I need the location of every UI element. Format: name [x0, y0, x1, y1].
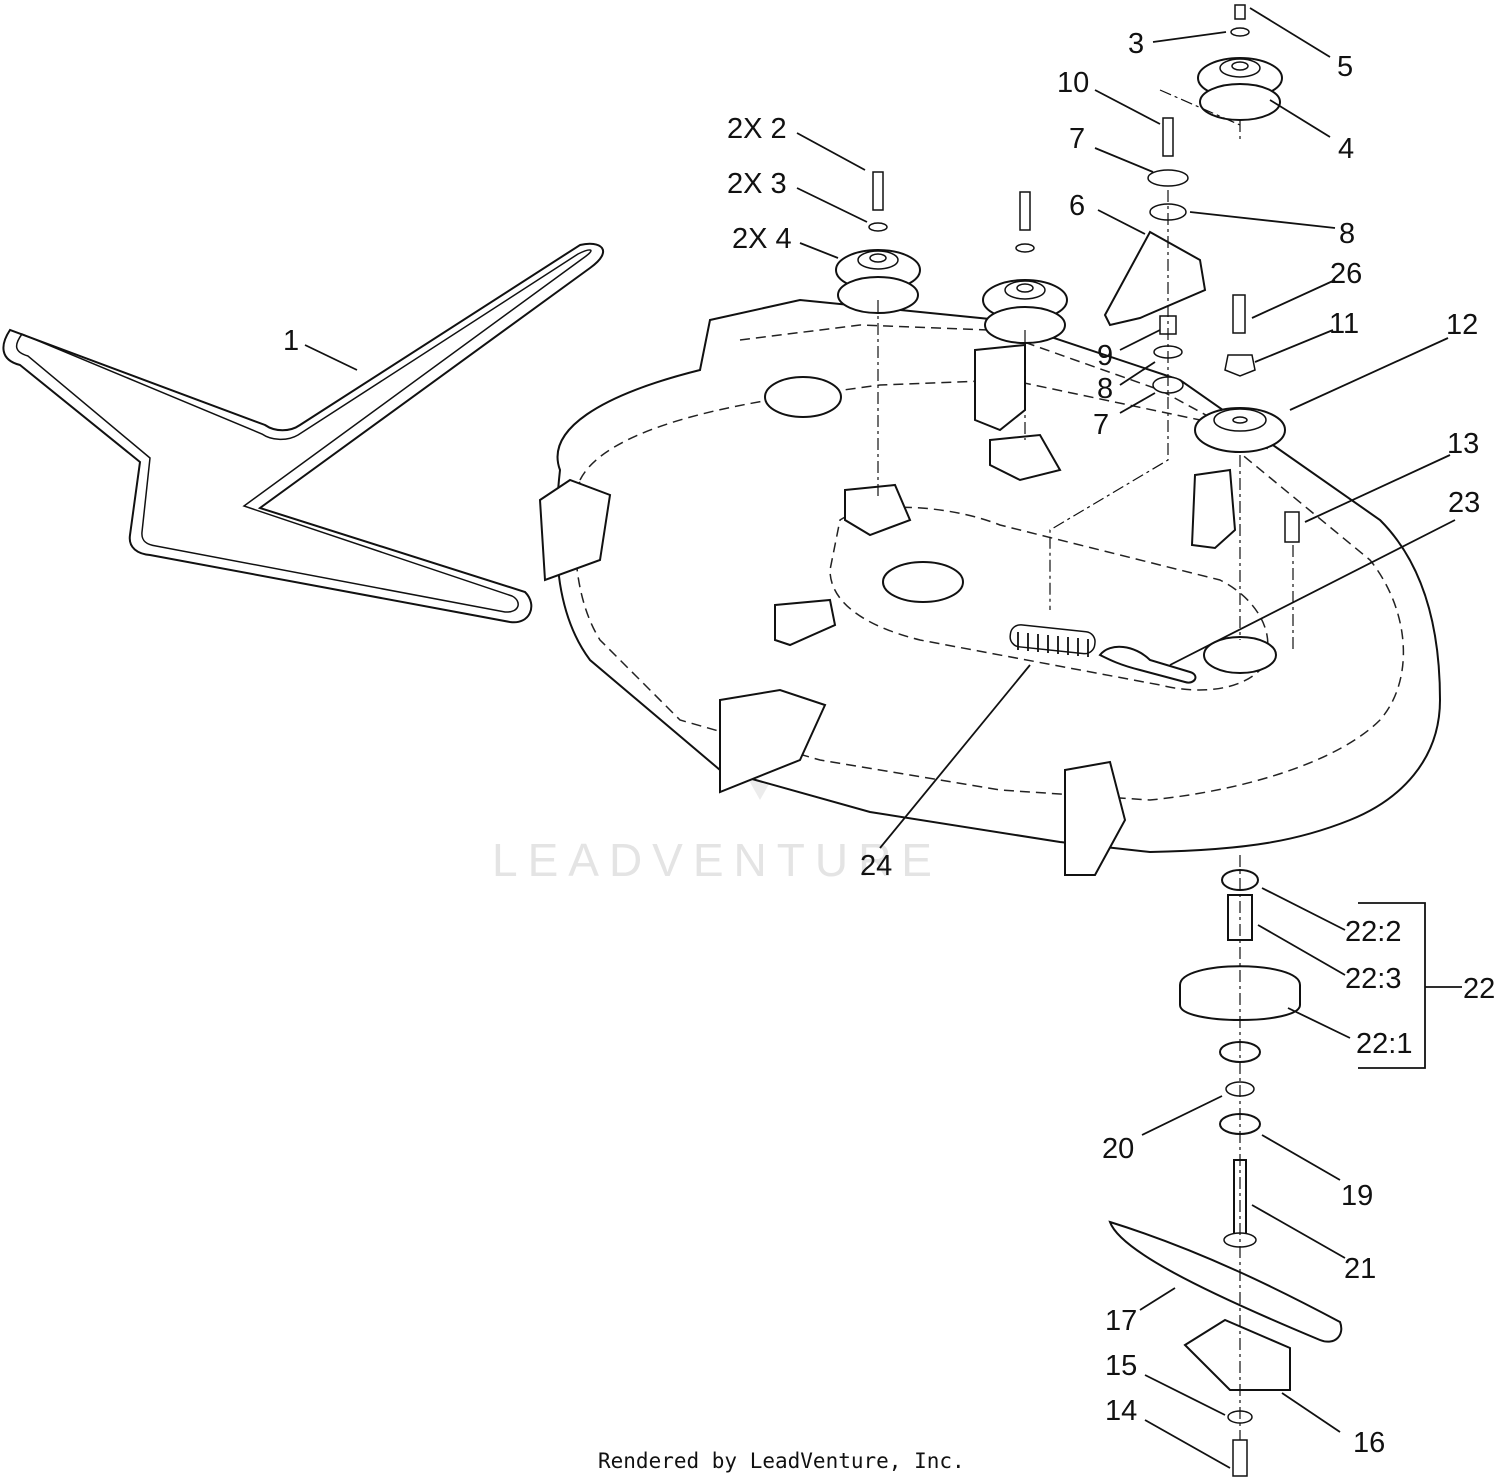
callout-22-3[interactable]: 22:3 — [1345, 963, 1401, 995]
leader-lines — [304, 7, 1462, 1469]
washer-3-left[interactable] — [868, 222, 888, 232]
watermark-text: LEADVENTURE — [492, 834, 942, 886]
callout-22-2[interactable]: 22:2 — [1345, 916, 1401, 948]
callout-4[interactable]: 4 — [1338, 133, 1354, 165]
belt-part[interactable] — [2, 242, 604, 624]
idler-bracket-right — [1190, 468, 1237, 550]
callout-17[interactable]: 17 — [1105, 1305, 1137, 1337]
bolt-2-left[interactable] — [872, 171, 884, 211]
callout-5[interactable]: 5 — [1337, 51, 1353, 83]
callout-20[interactable]: 20 — [1102, 1133, 1134, 1165]
callout-2x3[interactable]: 2X 3 — [727, 168, 787, 200]
callout-6[interactable]: 6 — [1069, 190, 1085, 222]
callout-19[interactable]: 19 — [1341, 1180, 1373, 1212]
nut-11[interactable] — [1224, 354, 1256, 377]
blade-17[interactable] — [1108, 1220, 1343, 1343]
callout-16[interactable]: 16 — [1353, 1427, 1385, 1459]
callout-24[interactable]: 24 — [860, 850, 892, 882]
deck-bracket-left — [538, 478, 612, 582]
callout-26[interactable]: 26 — [1330, 258, 1362, 290]
washer-3-top[interactable] — [1230, 27, 1250, 37]
deck-bracket-front-right — [1064, 760, 1127, 876]
callout-11[interactable]: 11 — [1329, 308, 1359, 340]
callout-7-top[interactable]: 7 — [1069, 123, 1085, 155]
bolt-5[interactable] — [1234, 4, 1246, 20]
callout-8-bottom[interactable]: 8 — [1097, 373, 1113, 405]
bolt-14[interactable] — [1232, 1439, 1248, 1477]
bolt-10[interactable] — [1162, 117, 1174, 157]
callout-23[interactable]: 23 — [1448, 487, 1480, 519]
callout-15[interactable]: 15 — [1105, 1350, 1137, 1382]
callout-2x2[interactable]: 2X 2 — [727, 113, 787, 145]
idler-pulley-left[interactable] — [835, 249, 921, 314]
washer-7-top[interactable] — [1147, 169, 1189, 187]
bolt-13[interactable] — [1284, 511, 1300, 543]
spring-part[interactable] — [1009, 624, 1096, 657]
callout-1[interactable]: 1 — [283, 325, 299, 357]
projection-lines — [877, 89, 1294, 1440]
idler-bracket-left — [974, 343, 1026, 432]
callout-7-bottom[interactable]: 7 — [1093, 409, 1109, 441]
callout-13[interactable]: 13 — [1447, 428, 1479, 460]
blade-plate-16[interactable] — [1183, 1318, 1291, 1391]
rod-part[interactable] — [1098, 645, 1197, 684]
callout-12[interactable]: 12 — [1446, 309, 1478, 341]
callout-22[interactable]: 22 — [1463, 973, 1495, 1005]
callout-8-top[interactable]: 8 — [1339, 218, 1355, 250]
callout-10[interactable]: 10 — [1057, 67, 1089, 99]
footer-credit: Rendered by LeadVenture, Inc. — [598, 1449, 965, 1473]
idler-arm-6[interactable] — [1103, 230, 1207, 327]
deck-bracket-front-left — [719, 688, 827, 794]
callouts: 1 2X 2 2X 3 2X 4 3 5 10 4 7 6 8 26 11 12… — [283, 28, 1495, 1459]
spindle-hole-center — [882, 561, 964, 603]
callout-14[interactable]: 14 — [1105, 1395, 1137, 1427]
washer-center[interactable] — [1015, 243, 1035, 253]
stud-26[interactable] — [1232, 294, 1246, 334]
deck-mount-bracket — [774, 598, 837, 647]
callout-3[interactable]: 3 — [1128, 28, 1144, 60]
spindle-hole-right — [1203, 636, 1277, 674]
deck-plate-left — [844, 483, 912, 537]
bolt-center[interactable] — [1019, 191, 1031, 231]
mower-deck[interactable] — [538, 298, 1442, 876]
spindle-hole-left — [764, 376, 842, 418]
callout-9[interactable]: 9 — [1097, 340, 1113, 372]
idler-pulley-top[interactable] — [1197, 57, 1283, 121]
idler-pulley-center[interactable] — [982, 279, 1068, 344]
deck-plate-center — [989, 433, 1062, 482]
callout-22-1[interactable]: 22:1 — [1356, 1028, 1412, 1060]
drive-pulley[interactable] — [1194, 407, 1286, 453]
callout-21[interactable]: 21 — [1344, 1253, 1376, 1285]
callout-2x4[interactable]: 2X 4 — [732, 223, 792, 255]
